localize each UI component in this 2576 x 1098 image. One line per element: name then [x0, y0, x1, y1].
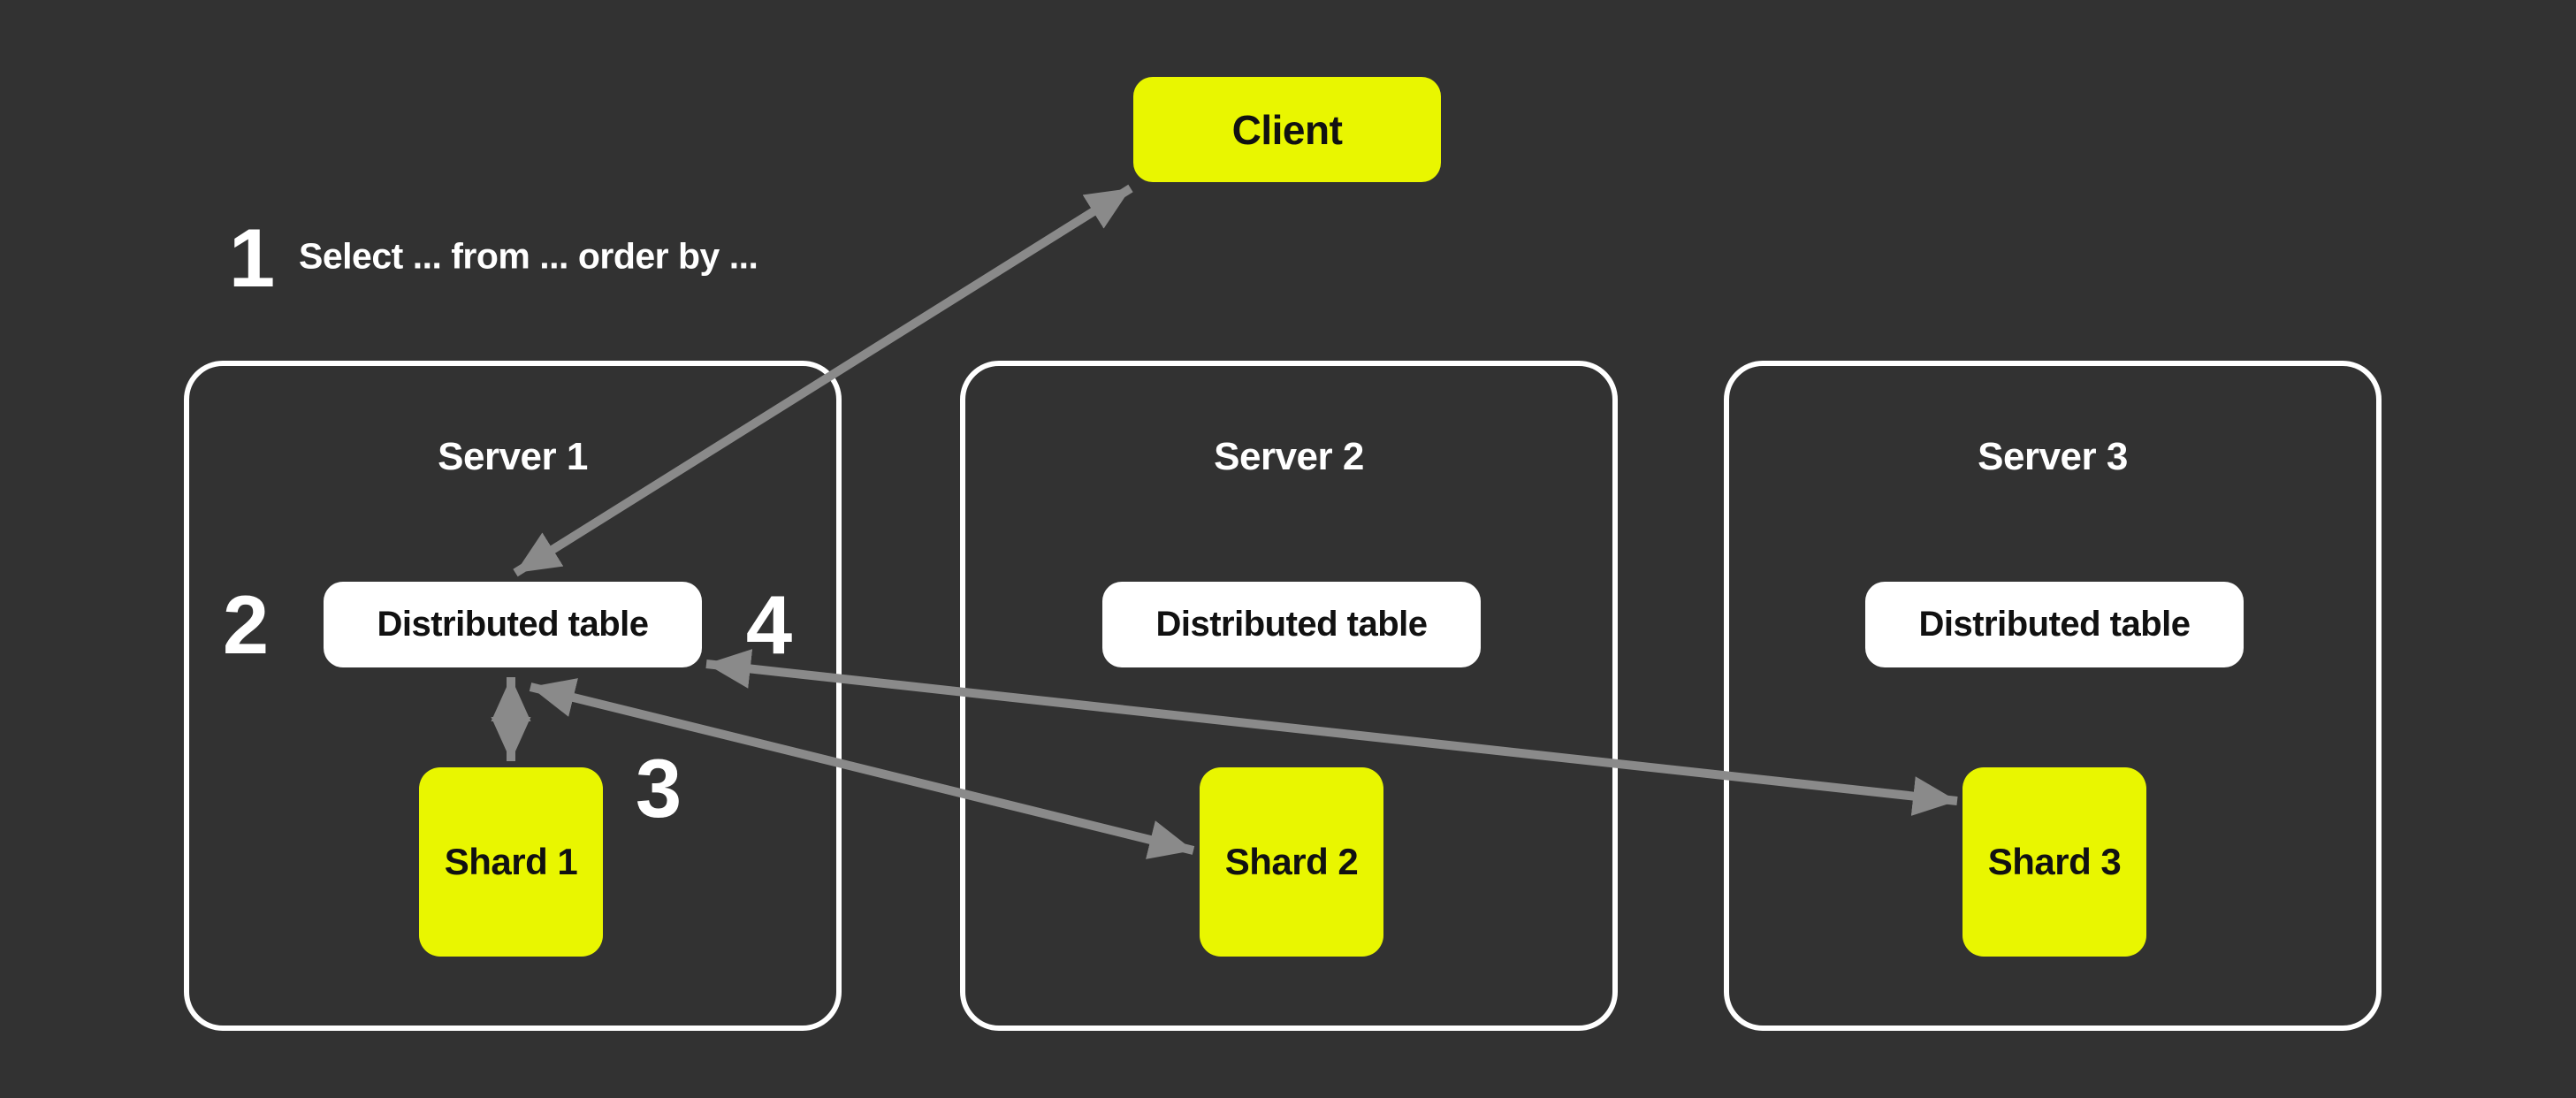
step-1-number: 1	[228, 211, 276, 304]
shard-1: Shard 1	[419, 767, 603, 957]
shard-3: Shard 3	[1962, 767, 2146, 957]
server-3-title: Server 3	[1978, 435, 2128, 478]
step-3-number: 3	[635, 742, 682, 835]
distributed-table-1: Distributed table	[324, 582, 702, 667]
distributed-table-3: Distributed table	[1865, 582, 2244, 667]
step-1-query-text: Select ... from ... order by ...	[299, 235, 758, 277]
step-2-number: 2	[222, 578, 270, 671]
server-2-title: Server 2	[1214, 435, 1364, 478]
shard-2: Shard 2	[1200, 767, 1383, 957]
step-4-number: 4	[745, 578, 793, 671]
server-1-title: Server 1	[438, 435, 588, 478]
distributed-table-2: Distributed table	[1102, 582, 1481, 667]
client-node: Client	[1133, 77, 1441, 182]
